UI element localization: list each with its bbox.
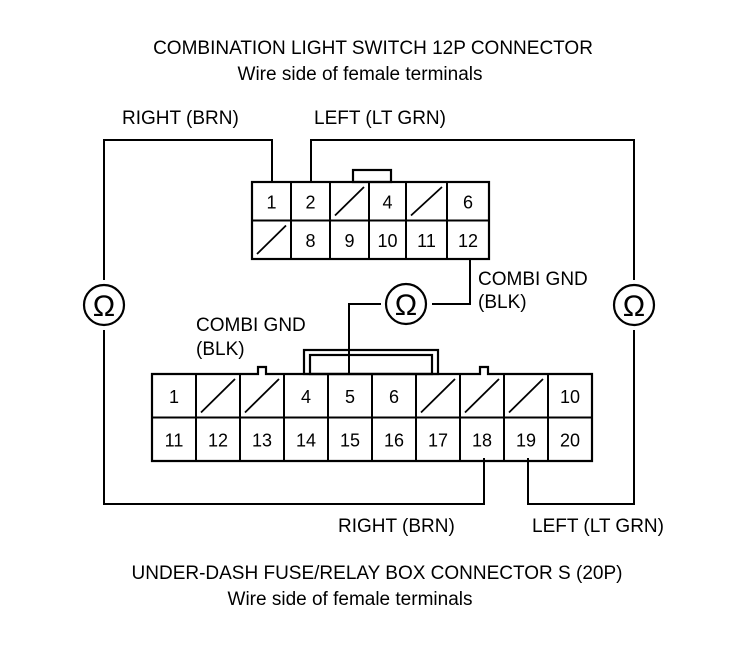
- ohmmeter-right: Ω: [612, 283, 656, 327]
- left-wire-top: [310, 139, 635, 280]
- top-connector-title: COMBINATION LIGHT SWITCH 12P CONNECTOR: [153, 38, 593, 59]
- wires: [103, 139, 635, 505]
- right-wire-bottom: [103, 330, 485, 505]
- ohm-symbol: Ω: [93, 290, 115, 323]
- bottom-connector-latch-outer: [302, 348, 440, 376]
- bottom-connector-terminal-16: 16: [384, 430, 404, 450]
- bottom-connector-terminal-14: 14: [296, 430, 316, 450]
- top-connector-terminal-8: 8: [305, 231, 315, 251]
- bottom-connector-terminal-15: 15: [340, 430, 360, 450]
- top-connector-blank-terminal: [410, 186, 443, 217]
- bottom-right-wire-label: RIGHT (BRN): [338, 516, 455, 537]
- ohmmeter-middle: Ω: [384, 282, 428, 326]
- bottom-connector-blank-terminal: [244, 378, 280, 414]
- top-connector-terminal-10: 10: [377, 231, 397, 251]
- bottom-connector-blank-terminal: [420, 378, 456, 414]
- top-left-wire-label: LEFT (LT GRN): [314, 108, 446, 129]
- combi-gnd-right-sublabel: (BLK): [478, 292, 527, 313]
- combi-gnd-right-label: COMBI GND: [478, 269, 588, 290]
- bottom-connector-terminal-13: 13: [252, 430, 272, 450]
- right-wire-top: [103, 139, 273, 280]
- top-connector-terminal-4: 4: [382, 192, 392, 212]
- bottom-connector-terminal-20: 20: [560, 430, 580, 450]
- ohmmeter-icon: [612, 283, 656, 327]
- bottom-connector-terminal-10: 10: [560, 387, 580, 407]
- bottom-connector-subtitle: Wire side of female terminals: [228, 589, 473, 610]
- bottom-connector-terminal-17: 17: [428, 430, 448, 450]
- bottom-connector-terminal-4: 4: [301, 387, 311, 407]
- ohmmeter-left: Ω: [82, 283, 126, 327]
- top-connector-terminal-1: 1: [266, 192, 276, 212]
- top-connector-blank-terminal: [334, 186, 365, 217]
- top-connector-subtitle: Wire side of female terminals: [238, 64, 483, 85]
- top-right-wire-label: RIGHT (BRN): [122, 108, 239, 129]
- ohm-symbol: Ω: [395, 289, 417, 322]
- bottom-connector-title: UNDER-DASH FUSE/RELAY BOX CONNECTOR S (2…: [132, 563, 623, 584]
- top-connector-terminal-6: 6: [463, 192, 473, 212]
- bottom-connector-terminal-6: 6: [389, 387, 399, 407]
- bottom-connector-latch-inner: [308, 353, 434, 376]
- bottom-connector-terminal-5: 5: [345, 387, 355, 407]
- ohmmeter-icon: [384, 282, 428, 326]
- bottom-connector-terminal-19: 19: [516, 430, 536, 450]
- top-connector-terminal-2: 2: [305, 192, 315, 212]
- bottom-connector-blank-terminal: [508, 378, 544, 414]
- bottom-connector-terminal-1: 1: [169, 387, 179, 407]
- top-connector-terminal-12: 12: [458, 231, 478, 251]
- gnd-wire-top: [432, 259, 471, 305]
- bottom-left-wire-label: LEFT (LT GRN): [532, 516, 664, 537]
- combi-gnd-left-sublabel: (BLK): [196, 339, 245, 360]
- top-connector-terminal-9: 9: [344, 231, 354, 251]
- top-connector-blank-terminal: [256, 224, 287, 255]
- ohmmeter-icon: [82, 283, 126, 327]
- bottom-connector-terminal-18: 18: [472, 430, 492, 450]
- ohm-symbol: Ω: [623, 290, 645, 323]
- gnd-wire-bottom: [348, 303, 381, 374]
- combi-gnd-left-label: COMBI GND: [196, 315, 306, 336]
- left-wire-bottom: [527, 330, 635, 505]
- top-connector-terminal-11: 11: [417, 231, 436, 251]
- bottom-connector-terminal-11: 11: [165, 430, 184, 450]
- top-connector-latch: [351, 168, 393, 184]
- bottom-connector-blank-terminal: [200, 378, 236, 414]
- bottom-connector-terminal-12: 12: [208, 430, 228, 450]
- bottom-connector-blank-terminal: [464, 378, 500, 414]
- bottom-connector-body: [150, 365, 594, 463]
